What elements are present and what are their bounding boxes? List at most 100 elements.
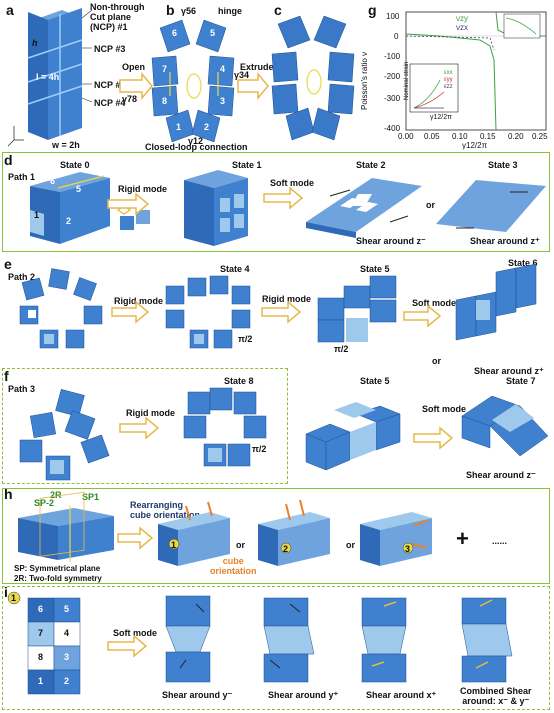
e-pi2a: π/2 (238, 334, 253, 344)
panel-c-label: c (274, 2, 282, 18)
open-label: Open (122, 62, 146, 72)
i-circ-1: 1 (11, 593, 17, 603)
h-rearranging: Rearranging cube orientation (130, 500, 201, 520)
d-state2: State 2 (356, 160, 386, 170)
i-num-4: 4 (64, 628, 70, 638)
ncp4-label: NCP #4 (94, 98, 126, 108)
f-state5: State 5 (360, 376, 390, 386)
path2-label: Path 2 (8, 272, 36, 282)
h-sp1: SP1 (82, 492, 100, 502)
g-legend-nuzy: νzy (456, 14, 468, 23)
panel-d-label: d (4, 152, 13, 168)
b-num-5: 5 (210, 28, 216, 38)
inset-xlabel: γ12/2π (430, 114, 452, 121)
e-state6: State 6 (508, 258, 538, 268)
path3-label: Path 3 (8, 384, 36, 394)
ncp1-label: Non-through Cut plane (NCP) #1 (90, 2, 145, 32)
panel-i-label: i (4, 584, 8, 600)
g-ytick-0: 0 (394, 32, 399, 41)
f-state7: State 7 (506, 376, 536, 386)
g12-label: γ12 (188, 136, 204, 146)
f-shear-zm: Shear around z⁻ (466, 470, 536, 480)
ncp2-label: NCP #2 (94, 80, 126, 90)
l-label: l = 4h (36, 72, 60, 82)
d-state0: State 0 (60, 160, 90, 170)
h-cube-orientation: cube orientation (210, 556, 257, 576)
panel-f-box (2, 368, 288, 484)
h-plus: + (456, 526, 469, 551)
h-sp2: SP-2 (34, 498, 55, 508)
h-dots: ...... (492, 536, 508, 546)
d-num-1: 1 (34, 210, 40, 220)
g-ytick-m200: -200 (384, 72, 401, 81)
closed-loop-label: Closed-loop connection (145, 142, 248, 152)
h-circ-2: 2 (283, 544, 289, 554)
h-circ-3: 3 (405, 544, 411, 554)
b-num-2: 2 (204, 122, 210, 132)
inset-legend-ezz: εzz (444, 84, 453, 90)
i-num-5: 5 (64, 604, 70, 614)
hinge-label: hinge (218, 6, 242, 16)
i-soft: Soft mode (113, 628, 157, 638)
g-xtick-5: 0.25 (532, 132, 548, 141)
inset-legend-eyy: εyy (444, 77, 453, 83)
b-num-6: 6 (172, 28, 178, 38)
d-or: or (426, 200, 435, 210)
d-num-6: 6 (50, 176, 56, 186)
g-xlabel: γ12/2π (462, 141, 488, 150)
d-soft: Soft mode (270, 178, 314, 188)
e-state5: State 5 (360, 264, 390, 274)
g-xtick-1: 0.05 (424, 132, 440, 141)
h-sp-def: SP: Symmetrical plane (14, 564, 101, 573)
g-legend-nuzx: νzx (456, 23, 468, 32)
g-ytick-m400: -400 (384, 124, 401, 133)
i-num-6: 6 (38, 604, 44, 614)
e-rigid2: Rigid mode (262, 294, 311, 304)
f-rigid: Rigid mode (126, 408, 175, 418)
g78-label: γ78 (122, 94, 138, 104)
path1-label: Path 1 (8, 172, 36, 182)
h-or2: or (346, 540, 355, 550)
panel-a-figure (7, 8, 93, 147)
b-num-4: 4 (220, 64, 226, 74)
d-state3: State 3 (488, 160, 518, 170)
i-num-7: 7 (38, 628, 44, 638)
g-ytick-m100: -100 (384, 52, 401, 61)
i-num-1: 1 (38, 676, 44, 686)
e-state4: State 4 (220, 264, 250, 274)
h-2r-def: 2R: Two-fold symmetry (14, 574, 102, 583)
i-num-8: 8 (38, 652, 44, 662)
i-num-2: 2 (64, 676, 70, 686)
inset-legend-exx: εxx (444, 70, 453, 76)
e-soft: Soft mode (412, 298, 456, 308)
g-xtick-2: 0.10 (452, 132, 468, 141)
g-xtick-4: 0.20 (508, 132, 524, 141)
e-shear-zp: Shear around z⁺ (474, 366, 544, 376)
d-rigid: Rigid mode (118, 184, 167, 194)
panel-i-box (2, 586, 550, 710)
panel-g-chart (405, 11, 547, 131)
e-or: or (432, 356, 441, 366)
d-num-5: 5 (76, 184, 82, 194)
f-state8: State 8 (224, 376, 254, 386)
panel-c-figure (271, 15, 355, 141)
d-num-2: 2 (66, 216, 72, 226)
i-caption-2: Shear around y⁺ (268, 690, 339, 700)
g-xtick-0: 0.00 (398, 132, 414, 141)
panel-d-box (2, 152, 550, 252)
i-caption-3: Shear around x⁺ (366, 690, 437, 700)
g34-label: γ34 (234, 70, 250, 80)
d-shear-zp: Shear around z⁺ (470, 236, 540, 246)
extrude-label: Extrude (240, 62, 274, 72)
panel-b-figure (119, 19, 269, 143)
h-or1: or (236, 540, 245, 550)
i-num-3: 3 (64, 652, 70, 662)
d-state1: State 1 (232, 160, 262, 170)
f-soft: Soft mode (422, 404, 466, 414)
b-num-1: 1 (176, 122, 182, 132)
